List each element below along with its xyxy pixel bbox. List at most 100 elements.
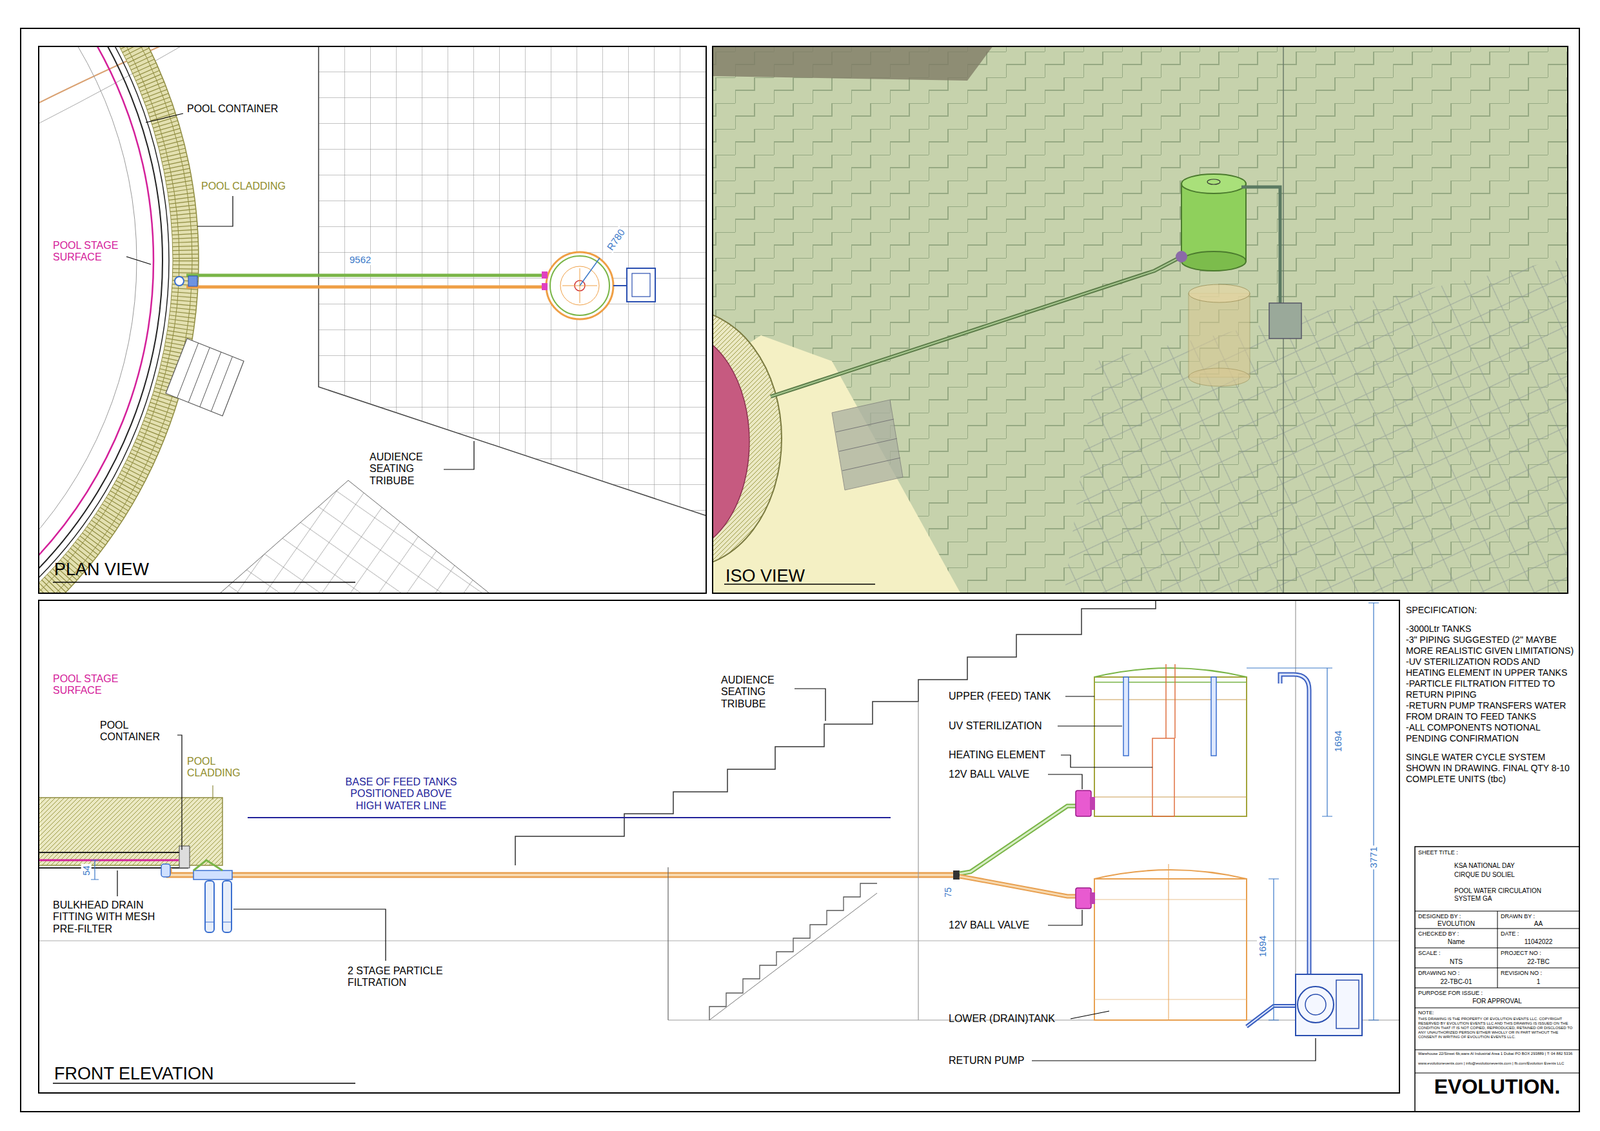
front-illustration — [212, 785, 213, 800]
front-illustration — [1368, 602, 1379, 1021]
iso-illustration — [1188, 284, 1250, 303]
front-illustration — [959, 876, 1076, 897]
plan-illustration — [541, 271, 548, 279]
callout-label: 12V BALL VALVE — [948, 768, 1030, 781]
plan-illustration — [546, 252, 614, 320]
front-illustration — [1246, 1006, 1296, 1027]
spec-note: -3" PIPING SUGGESTED (2" MAYBE MORE REAL… — [1405, 634, 1575, 657]
front-illustration — [1094, 677, 1247, 817]
spec-note: -3000Ltr TANKS — [1405, 623, 1575, 635]
front-illustration — [1280, 674, 1310, 978]
company-logo: EVOLUTION. — [1414, 1075, 1580, 1099]
callout-label: RETURN PUMP — [948, 1055, 1025, 1067]
dimension-value: 54 — [81, 864, 92, 878]
front-illustration — [1047, 909, 1083, 926]
front-illustration — [1246, 1006, 1296, 1027]
front-illustration — [959, 806, 1076, 874]
iso-illustration — [1064, 257, 1569, 594]
iso-illustration — [711, 45, 1569, 594]
title-block-text: NOTE: — [1418, 1009, 1434, 1016]
title-block-text: SHEET TITLE : — [1418, 849, 1459, 856]
front-illustration — [1152, 738, 1175, 817]
callout-label: HEATING ELEMENT — [948, 749, 1046, 761]
dimension-value: 9562 — [348, 254, 373, 266]
view-title: PLAN VIEW — [54, 561, 149, 579]
front-illustration — [38, 940, 1401, 942]
front-illustration — [222, 880, 232, 933]
front-illustration — [1280, 674, 1310, 978]
iso-illustration — [711, 45, 1569, 594]
plan-illustration — [38, 45, 707, 594]
title-block-text: CHECKED BY : — [1418, 930, 1459, 938]
front-illustration — [1094, 681, 1247, 683]
front-illustration — [1168, 864, 1170, 1021]
front-illustration — [1094, 899, 1247, 901]
title-block-text: REVISION NO : — [1500, 969, 1542, 977]
plan-illustration — [52, 581, 356, 583]
callout-label: POOL CONTAINER — [99, 719, 177, 744]
callout-label: UV STERILIZATION — [948, 720, 1043, 732]
title-block-text: KSA NATIONAL DAY — [1454, 862, 1515, 870]
front-illustration — [1089, 892, 1096, 905]
front-illustration — [168, 868, 955, 876]
spec-list: SPECIFICATION:-3000Ltr TANKS-3" PIPING S… — [1405, 604, 1575, 785]
spec-note: -RETURN PUMP TRANSFERS WATER FROM DRAIN … — [1405, 700, 1575, 723]
front-illustration — [1065, 695, 1095, 697]
callout-label: POOL CONTAINER — [187, 103, 278, 115]
callout-label: BASE OF FEED TANKS POSITIONED ABOVE HIGH… — [336, 776, 466, 812]
front-illustration — [953, 870, 960, 880]
spec-note: -UV STERILIZATION RODS AND HEATING ELEME… — [1405, 656, 1575, 679]
callout-label: POOL CLADDING — [201, 180, 286, 193]
front-illustration — [1060, 755, 1153, 768]
callout-label: POOL STAGE SURFACE — [52, 673, 137, 698]
plan-illustration — [541, 283, 548, 291]
front-illustration — [177, 735, 182, 850]
front-illustration — [959, 806, 1076, 874]
title-block-text: POOL WATER CIRCULATION SYSTEM GA — [1454, 887, 1564, 903]
title-block-text: 1 — [1497, 978, 1580, 987]
plan-illustration — [550, 256, 610, 316]
plan-illustration — [318, 45, 707, 516]
view-panel: FRONT ELEVATION — [38, 599, 1401, 1094]
iso-illustration — [1181, 251, 1246, 271]
front-illustration — [1094, 869, 1247, 880]
plan-illustration — [165, 338, 244, 416]
callout-label: UPPER (FEED) TANK — [948, 690, 1052, 703]
front-illustration — [205, 880, 215, 933]
title-block-grid — [1414, 846, 1580, 1112]
front-illustration — [1246, 668, 1333, 817]
front-illustration — [205, 921, 232, 923]
plan-illustration — [318, 45, 707, 516]
iso-illustration — [1188, 368, 1250, 387]
iso-illustration — [1207, 179, 1221, 185]
front-illustration — [709, 883, 878, 1021]
title-block-text: Name — [1414, 938, 1498, 947]
front-illustration — [1089, 797, 1096, 810]
front-illustration — [193, 870, 233, 880]
iso-illustration — [711, 309, 782, 568]
callout-label: 12V BALL VALVE — [948, 919, 1030, 932]
spec-note: SINGLE WATER CYCLE SYSTEM SHOWN IN DRAWI… — [1405, 751, 1575, 785]
front-illustration — [1305, 994, 1326, 1016]
iso-illustration — [1188, 293, 1250, 378]
front-illustration — [794, 688, 826, 721]
plan-illustration — [626, 268, 656, 302]
dimension-value: R780 — [603, 226, 628, 255]
title-block-text: 11042022 — [1497, 938, 1580, 947]
plan-illustration — [188, 276, 198, 287]
callout-label: POOL STAGE SURFACE — [52, 239, 137, 264]
front-illustration — [38, 859, 179, 862]
title-block-text: DRAWN BY : — [1500, 913, 1535, 920]
plan-illustration — [197, 196, 233, 227]
title-block-grid — [1414, 911, 1580, 1074]
title-block-text: 22-TBC — [1497, 958, 1580, 967]
title-block-text: EVOLUTION — [1414, 920, 1498, 929]
title-block-text: CIRQUE DU SOLIEL — [1454, 871, 1515, 880]
front-illustration — [1295, 974, 1363, 1036]
plan-illustration — [145, 113, 184, 123]
callout-label: LOWER (DRAIN)TANK — [948, 1013, 1056, 1025]
dimension-value: 3771 — [1367, 845, 1379, 870]
iso-illustration — [711, 45, 1569, 594]
front-illustration — [90, 860, 99, 880]
callout-label: POOL CLADDING — [187, 755, 258, 780]
